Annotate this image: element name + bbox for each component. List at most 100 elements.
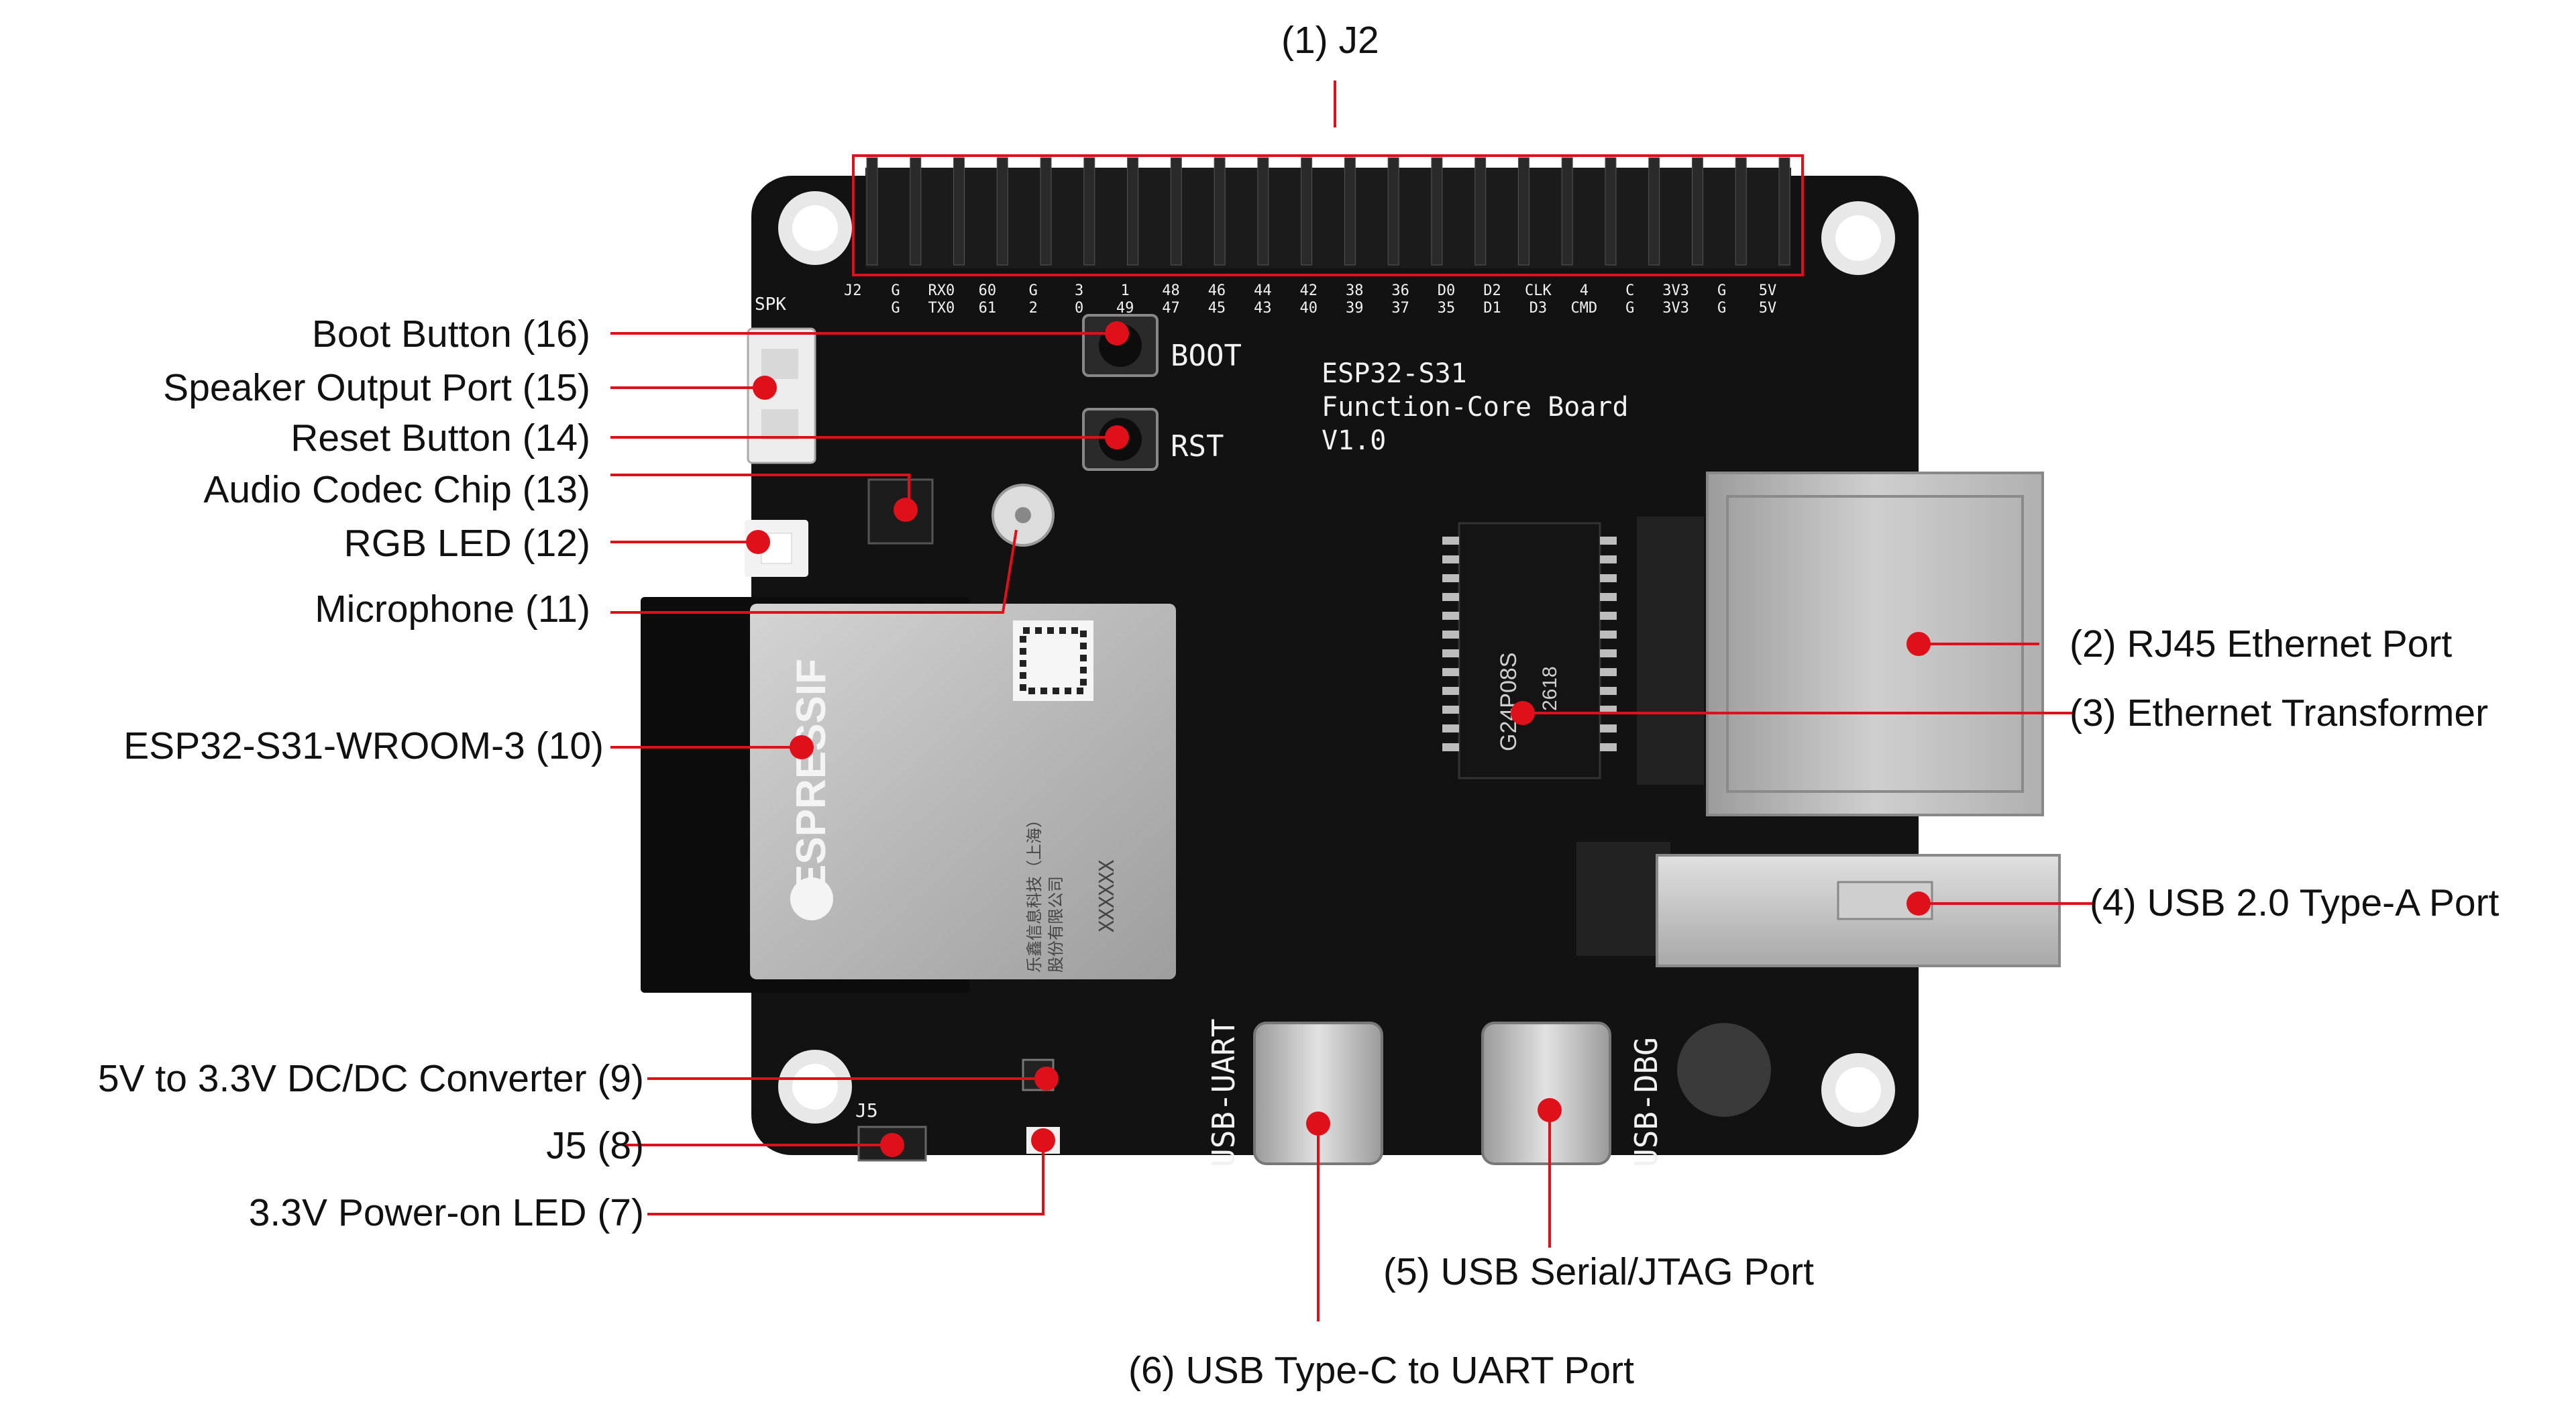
callout-dots [746,321,1931,1157]
transformer-pin [1600,743,1617,751]
header-pin [866,157,878,266]
label-reset-button: Reset Button (14) [290,417,590,459]
transformer-pin [1600,555,1617,563]
pin-label-top: 48 [1162,282,1180,299]
transformer-pin [1442,743,1459,751]
pin-label-top: 36 [1391,282,1409,299]
header-pin [1083,157,1095,266]
pin-label-bottom: D3 [1529,300,1548,317]
pin-label-top: 4 [1580,282,1589,299]
module-text2: 股份有限公司 [1046,876,1065,973]
header-pin [1431,157,1443,266]
label-rj45-port: (2) RJ45 Ethernet Port [2070,622,2453,665]
label-speaker-output-port: Speaker Output Port (15) [163,366,590,409]
rst-silk: RST [1171,429,1224,464]
label-usb-type-c-uart-port: (6) USB Type-C to UART Port [1128,1349,1634,1392]
label-esp32-module: ESP32-S31-WROOM-3 (10) [123,724,604,767]
transformer-pin [1442,649,1459,657]
boot-silk: BOOT [1171,339,1242,373]
header-pin [1387,157,1399,266]
pin-label-bottom: G [1625,300,1634,317]
microphone [991,484,1055,547]
transformer-code: 2618 [1539,666,1561,711]
pin-label-bottom: 61 [979,300,997,317]
transformer-brand: G24P08S [1496,653,1521,751]
transformer-pin [1442,668,1459,676]
transformer-pin [1600,593,1617,601]
usb-dbg-silk: USB-DBG [1628,1037,1664,1167]
header-pin [1778,157,1790,266]
pin-label-top: 5V [1759,282,1777,299]
header-pin [953,157,965,266]
label-boot-button: Boot Button (16) [311,313,590,356]
spk-silk: SPK [755,294,786,315]
pin-label-bottom: 5V [1759,300,1777,317]
header-pin [1040,157,1052,266]
label-ethernet-transformer: (3) Ethernet Transformer [2070,692,2489,735]
pin-label-top: RX0 [928,282,955,299]
pin-label-top: CLK [1525,282,1552,299]
pin-label-bottom: 3V3 [1662,300,1689,317]
pin-label-top: 3 [1075,282,1083,299]
pin-label-bottom: 2 [1029,300,1038,317]
header-pin [1561,157,1573,266]
pin-label-top: 44 [1254,282,1272,299]
label-j2: (1) J2 [1281,19,1379,62]
pin-label-top: 3V3 [1662,282,1689,299]
transformer-pin [1600,649,1617,657]
header-pin [1257,157,1269,266]
label-rgb-led: RGB LED (12) [343,522,590,565]
pin-label-top: 42 [1300,282,1318,299]
transformer-pin [1442,593,1459,601]
transformer-pin [1442,555,1459,563]
pin-label-bottom: 40 [1300,300,1318,317]
pin-label-top: 60 [979,282,997,299]
j2-pin-header [865,157,1791,268]
pin-label-bottom: 39 [1346,300,1364,317]
transformer-pin [1600,612,1617,620]
label-usb-a-port: (4) USB 2.0 Type-A Port [2090,881,2500,924]
pin-label-top: 1 [1120,282,1129,299]
j5-silk: J5 [855,1099,878,1122]
header-pin [1214,157,1226,266]
label-power-on-led: 3.3V Power-on LED (7) [248,1191,644,1234]
pin-label-bottom: 0 [1075,300,1083,317]
pin-label-bottom: TX0 [928,300,955,317]
usb-uart-silk: USB-UART [1205,1018,1242,1167]
transformer-pin [1442,724,1459,732]
label-usb-serial-jtag-port: (5) USB Serial/JTAG Port [1383,1250,1814,1293]
espressif-logo-icon [790,877,833,920]
mounting-holes [778,191,1895,1127]
pin-label-top: D0 [1438,282,1456,299]
transformer-pin [1600,631,1617,639]
transformer-pin [1442,537,1459,545]
pin-label-top: 38 [1346,282,1364,299]
header-pin [1605,157,1617,266]
board-title-line2: Function-Core Board [1322,392,1629,423]
header-pin [996,157,1008,266]
pin-label-bottom: G [1717,300,1726,317]
header-pin [1474,157,1487,266]
header-pin [1170,157,1182,266]
pin-label-bottom: 47 [1162,300,1180,317]
transformer-pin [1600,574,1617,582]
espressif-board-logo-icon [1677,1023,1771,1117]
transformer-pin [1442,687,1459,695]
ethernet-transformer [1442,522,1617,779]
label-audio-codec-chip: Audio Codec Chip (13) [203,468,590,511]
module-brand: ESPRESSIF [788,659,835,892]
callout-lines [610,80,2093,1321]
pin-label-top: G [1717,282,1726,299]
header-pin [1648,157,1660,266]
header-pin [1301,157,1313,266]
pin-label-bottom: 45 [1208,300,1226,317]
transformer-pin [1600,668,1617,676]
pin-label-bottom: 37 [1391,300,1409,317]
header-pin [1344,157,1356,266]
header-pin [1691,157,1703,266]
pin-label-top: C [1625,282,1634,299]
usb-a-port [1576,842,2061,967]
transformer-pin [1600,687,1617,695]
